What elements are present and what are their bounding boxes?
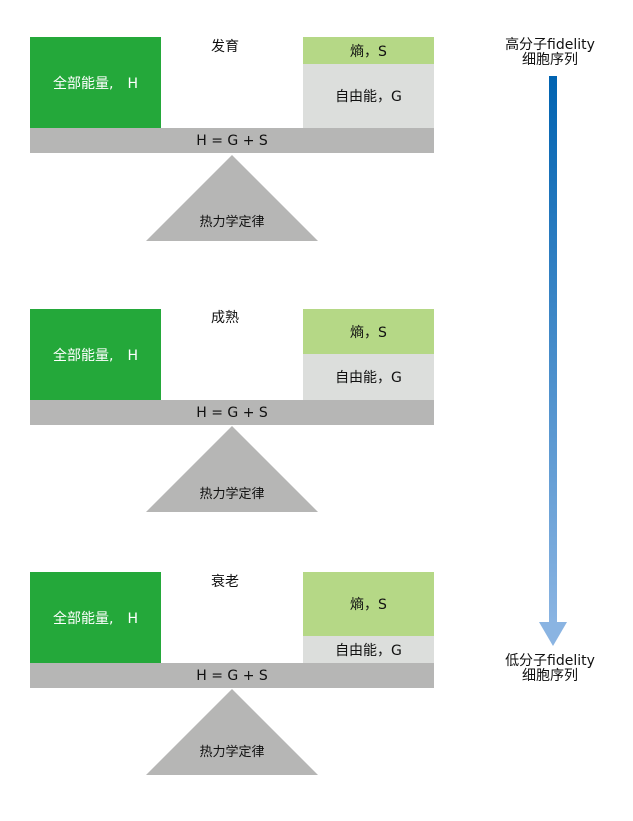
fulcrum-triangle [146, 155, 318, 241]
fulcrum-triangle [146, 689, 318, 775]
balance-beam: H = G + S [30, 128, 434, 153]
entropy-segment: 熵，S [303, 37, 434, 64]
high-fidelity-line2: 细胞序列 [522, 52, 578, 68]
stage-title: 发育 [211, 39, 239, 55]
entropy-free-energy-box: 熵，S 自由能，G [303, 309, 434, 400]
low-fidelity-label: 低分子fidelity 细胞序列 [470, 654, 630, 684]
total-energy-box: 全部能量, H [30, 572, 161, 663]
entropy-free-energy-box: 熵，S 自由能，G [303, 37, 434, 128]
down-arrow-icon [539, 622, 567, 646]
stage-panel-development: 发育 全部能量, H 熵，S 自由能，G H = G + S 热力学定律 [0, 36, 470, 286]
free-energy-segment: 自由能，G [303, 354, 434, 400]
balance-beam: H = G + S [30, 400, 434, 425]
high-fidelity-line1: 高分子fidelity [505, 37, 595, 53]
total-energy-box: 全部能量, H [30, 309, 161, 400]
fidelity-arrow-shaft [549, 76, 557, 622]
stage-panel-maturity: 成熟 全部能量, H 熵，S 自由能，G H = G + S 热力学定律 [0, 307, 470, 557]
stage-panel-aging: 衰老 全部能量, H 熵，S 自由能，G H = G + S 热力学定律 [0, 571, 470, 821]
stage-title: 成熟 [211, 310, 239, 326]
free-energy-segment: 自由能，G [303, 64, 434, 128]
low-fidelity-line2: 细胞序列 [522, 668, 578, 684]
entropy-free-energy-box: 熵，S 自由能，G [303, 572, 434, 663]
balance-beam: H = G + S [30, 663, 434, 688]
entropy-segment: 熵，S [303, 572, 434, 636]
fulcrum-label: 热力学定律 [199, 487, 265, 502]
fulcrum-label: 热力学定律 [199, 745, 265, 760]
total-energy-box: 全部能量, H [30, 37, 161, 128]
stage-title: 衰老 [211, 574, 239, 590]
entropy-segment: 熵，S [303, 309, 434, 354]
free-energy-segment: 自由能，G [303, 636, 434, 663]
high-fidelity-label: 高分子fidelity 细胞序列 [470, 38, 630, 68]
fulcrum-triangle [146, 426, 318, 512]
fulcrum-label: 热力学定律 [199, 215, 265, 230]
low-fidelity-line1: 低分子fidelity [505, 653, 595, 669]
